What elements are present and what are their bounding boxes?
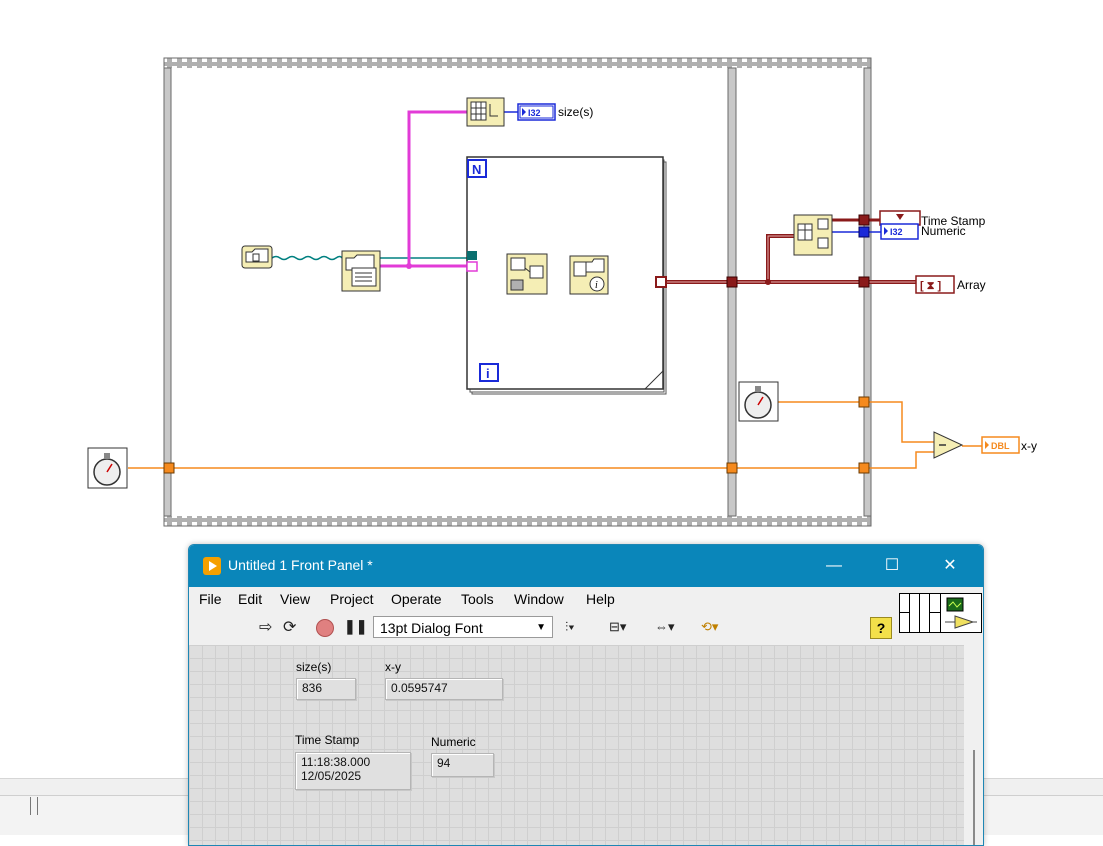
xy-indicator-label: x-y (1021, 439, 1037, 453)
time-stamp-control-label: Time Stamp (295, 733, 360, 747)
menu-bar: File Edit View Project Operate Tools Win… (189, 587, 899, 609)
front-panel-window: Untitled 1 Front Panel * — ☐ ✕ File Edit… (188, 544, 984, 846)
build-path-node[interactable] (506, 253, 548, 295)
reorder-icon[interactable]: ⟲▾ (701, 619, 719, 634)
numeric-indicator-label: Numeric (921, 224, 966, 238)
svg-text:i: i (486, 366, 490, 381)
default-data-directory-node[interactable] (241, 245, 273, 269)
block-diagram: N i i (87, 57, 1020, 527)
array-size-node[interactable] (466, 97, 505, 127)
abort-execution-icon[interactable] (316, 619, 334, 637)
xy-indicator[interactable]: 0.0595747 (385, 678, 503, 700)
toolbar: ⇨ ⟳ ❚❚ 13pt Dialog Font ▼ ⫶▾ ⊟▾ ⇔▾ ⟲▾ (189, 613, 899, 641)
list-folder-node[interactable] (341, 250, 381, 292)
array-indicator-terminal[interactable]: [ ⧗ ] (915, 275, 955, 294)
time-stamp-indicator-label: Time Stamp (921, 214, 986, 228)
close-button[interactable]: ✕ (943, 557, 957, 574)
vi-icon[interactable] (940, 593, 982, 633)
svg-text:[ ⧗ ]: [ ⧗ ] (920, 280, 941, 292)
menu-view[interactable]: View (280, 591, 311, 607)
minimize-button[interactable]: — (826, 557, 842, 574)
menu-help[interactable]: Help (586, 591, 615, 607)
for-loop[interactable] (466, 156, 667, 395)
svg-text:i: i (595, 280, 598, 291)
splitter-grip[interactable] (30, 797, 38, 815)
scrollbar-thumb[interactable] (973, 750, 975, 845)
unbundle-array-node[interactable] (793, 214, 833, 256)
run-continuously-icon[interactable]: ⟳ (283, 619, 297, 636)
time-stamp-indicator[interactable]: 11:18:38.000 12/05/2025 (295, 752, 411, 790)
svg-text:I32: I32 (890, 227, 903, 237)
numeric-indicator[interactable]: 94 (431, 753, 494, 777)
window-title: Untitled 1 Front Panel * (228, 557, 373, 573)
loop-count-terminal[interactable]: N (467, 159, 487, 178)
xy-control-label: x-y (385, 660, 401, 674)
numeric-control-label: Numeric (431, 735, 476, 749)
file-dir-info-node[interactable]: i (569, 255, 609, 295)
font-dropdown-value: 13pt Dialog Font (380, 620, 483, 636)
menu-window[interactable]: Window (514, 591, 564, 607)
tick-count-node-left[interactable] (87, 447, 128, 489)
xy-indicator-terminal[interactable]: DBL (981, 436, 1020, 454)
resize-objects-icon[interactable]: ⇔▾ (655, 619, 675, 634)
align-objects-icon[interactable]: ⫶▾ (565, 619, 575, 634)
labview-app-icon (203, 557, 221, 575)
chevron-down-icon: ▼ (536, 622, 546, 633)
flat-sequence-structure[interactable] (163, 57, 872, 527)
run-arrow-icon[interactable]: ⇨ (259, 619, 273, 636)
size-indicator-label: size(s) (558, 105, 594, 119)
size-control-label: size(s) (296, 660, 332, 674)
vertical-scrollbar[interactable] (964, 645, 983, 845)
menu-file[interactable]: File (199, 591, 222, 607)
front-panel-canvas[interactable]: size(s) 836 x-y 0.0595747 Time Stamp 11:… (189, 645, 964, 845)
array-indicator-label: Array (957, 278, 986, 292)
svg-text:N: N (472, 162, 481, 177)
svg-text:DBL: DBL (991, 441, 1010, 451)
maximize-button[interactable]: ☐ (884, 557, 900, 574)
connector-pane-icon[interactable] (899, 593, 941, 633)
menu-tools[interactable]: Tools (461, 591, 494, 607)
distribute-objects-icon[interactable]: ⊟▾ (609, 619, 627, 634)
size-indicator[interactable]: 836 (296, 678, 356, 700)
svg-text:I32: I32 (528, 108, 541, 118)
menu-edit[interactable]: Edit (238, 591, 263, 607)
tick-count-node-right[interactable] (738, 381, 779, 422)
loop-iteration-terminal[interactable]: i (479, 363, 499, 382)
subtract-node[interactable] (933, 431, 964, 459)
tunnels (163, 214, 870, 474)
time-stamp-date: 12/05/2025 (301, 769, 362, 783)
time-stamp-time: 11:18:38.000 (301, 755, 371, 769)
title-bar[interactable]: Untitled 1 Front Panel * — ☐ ✕ (189, 545, 983, 587)
pause-icon[interactable]: ❚❚ (344, 618, 368, 634)
size-indicator-terminal[interactable]: I32 (517, 103, 556, 121)
time-stamp-indicator-terminal[interactable] (879, 210, 921, 226)
context-help-button[interactable]: ? (870, 617, 892, 639)
menu-operate[interactable]: Operate (391, 591, 442, 607)
font-dropdown[interactable]: 13pt Dialog Font ▼ (373, 616, 553, 638)
numeric-indicator-terminal[interactable]: I32 (880, 223, 919, 240)
menu-project[interactable]: Project (330, 591, 374, 607)
